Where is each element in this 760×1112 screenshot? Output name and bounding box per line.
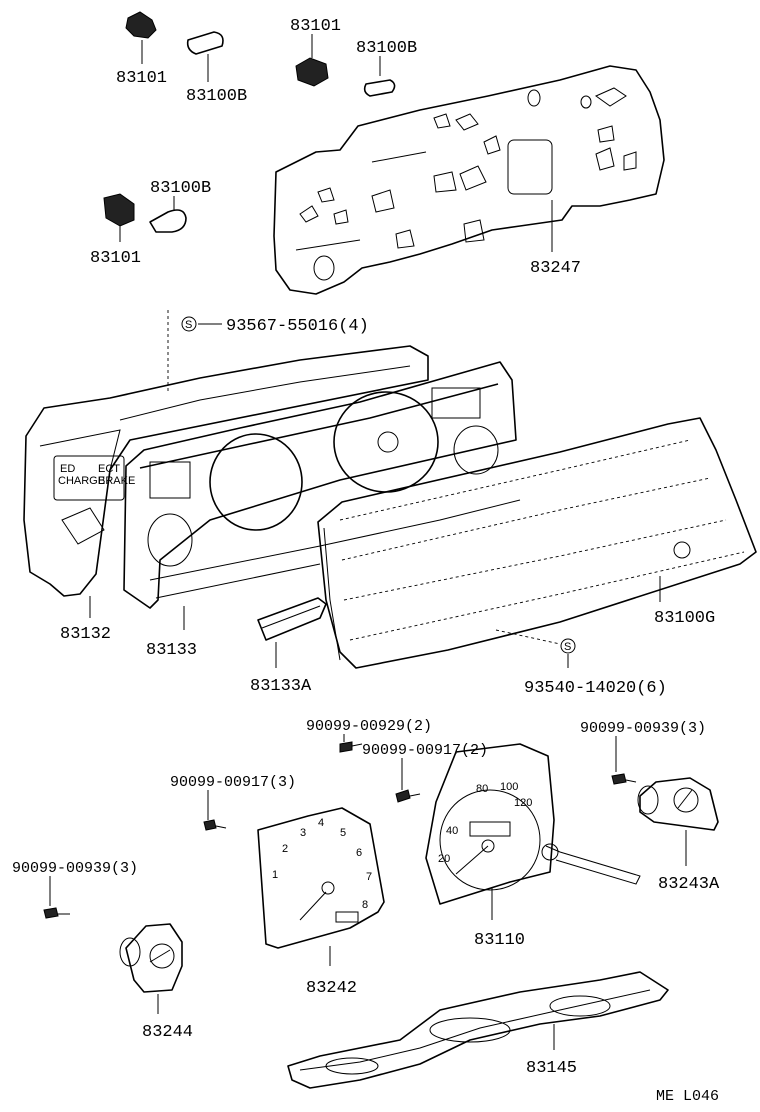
plate-83133a[interactable] [257, 597, 327, 668]
bulb-socket-83101-c[interactable] [103, 193, 135, 242]
label-screw-00939-a: 90099-00939(3) [580, 720, 706, 737]
case-83132[interactable]: ED CHARGE ECT BRAKE [23, 345, 429, 618]
label-83100b-c: 83100B [150, 179, 211, 198]
label-83132: 83132 [60, 625, 111, 644]
svg-text:80: 80 [476, 783, 488, 795]
gauge-83243a[interactable] [637, 777, 719, 866]
label-83145: 83145 [526, 1059, 577, 1078]
label-83100b-a: 83100B [186, 87, 247, 106]
screw-symbol-93567: S [167, 310, 222, 392]
label-83100b-b: 83100B [356, 39, 417, 58]
label-83243a: 83243A [658, 875, 720, 894]
svg-text:2: 2 [282, 843, 288, 855]
label-83133a: 83133A [250, 677, 312, 696]
svg-text:120: 120 [514, 797, 532, 809]
diagram-code: ME L046 [656, 1088, 719, 1105]
label-83110: 83110 [474, 931, 525, 950]
screw-90099-00917-a[interactable] [395, 758, 421, 803]
svg-text:S: S [564, 641, 571, 653]
label-83244: 83244 [142, 1023, 193, 1042]
gauge-83244[interactable] [119, 923, 183, 1014]
svg-text:40: 40 [446, 825, 458, 837]
svg-text:4: 4 [318, 817, 324, 829]
label-83100g: 83100G [654, 609, 715, 628]
label-83101-a: 83101 [116, 69, 167, 88]
bulb-83100b-b[interactable] [363, 56, 396, 97]
svg-text:CHARGE: CHARGE [58, 475, 105, 487]
speedometer-83110[interactable]: 40 80 100 120 20 [425, 743, 641, 920]
panel-83145[interactable] [287, 971, 669, 1089]
label-screw-93540: 93540-14020(6) [524, 679, 667, 698]
label-screw-93567: 93567-55016(4) [226, 317, 369, 336]
glass-83100g[interactable] [317, 417, 757, 669]
svg-text:S: S [185, 319, 192, 331]
svg-text:1: 1 [272, 869, 278, 881]
label-screw-00929: 90099-00929(2) [306, 718, 432, 735]
label-screw-00939-b: 90099-00939(3) [12, 860, 138, 877]
meter-panel-83133[interactable] [123, 361, 521, 630]
svg-text:BRAKE: BRAKE [98, 475, 135, 487]
screw-90099-00929[interactable] [339, 734, 363, 753]
bulb-socket-83101-b[interactable] [295, 34, 329, 87]
screw-symbol-93540: S [495, 629, 576, 668]
tachometer-83242[interactable]: 1 2 3 4 5 6 7 8 [257, 807, 385, 966]
screw-90099-00917-b[interactable] [203, 790, 227, 831]
svg-text:ECT: ECT [98, 463, 120, 475]
bulb-83100b-a[interactable] [186, 31, 224, 82]
svg-text:6: 6 [356, 847, 362, 859]
label-83133: 83133 [146, 641, 197, 660]
label-83247: 83247 [530, 259, 581, 278]
svg-text:7: 7 [366, 871, 372, 883]
screw-90099-00939-b[interactable] [43, 876, 70, 919]
svg-text:ED: ED [60, 463, 75, 475]
svg-text:3: 3 [300, 827, 306, 839]
label-83101-b: 83101 [290, 17, 341, 36]
label-screw-00917-b: 90099-00917(3) [170, 774, 296, 791]
label-screw-00917-a: 90099-00917(2) [362, 742, 488, 759]
svg-text:5: 5 [340, 827, 346, 839]
bulb-83100b-c[interactable] [149, 196, 187, 233]
label-83242: 83242 [306, 979, 357, 998]
svg-text:100: 100 [500, 781, 518, 793]
label-83101-c: 83101 [90, 249, 141, 268]
svg-text:8: 8 [362, 899, 368, 911]
bulb-socket-83101-a[interactable] [125, 11, 157, 64]
svg-text:20: 20 [438, 853, 450, 865]
screw-90099-00939-a[interactable] [611, 736, 637, 785]
printed-circuit-83247[interactable] [273, 65, 665, 295]
